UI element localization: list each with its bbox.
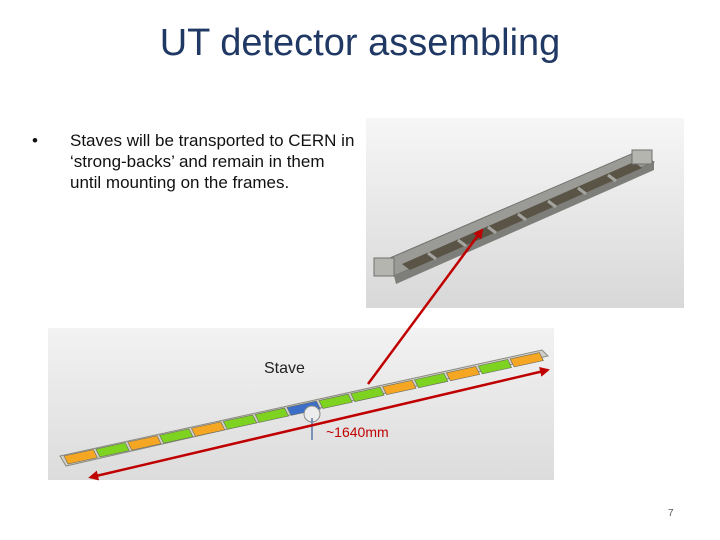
page-number: 7 <box>668 508 674 519</box>
length-label: ~1640mm <box>326 424 389 440</box>
strongback-frame-image <box>366 118 684 308</box>
stave-label: Stave <box>264 360 305 377</box>
bullet-item: • Staves will be transported to CERN in … <box>30 130 360 193</box>
slide-title: UT detector assembling <box>159 22 561 64</box>
bullet-list: • Staves will be transported to CERN in … <box>30 130 360 193</box>
bullet-text: Staves will be transported to CERN in ‘s… <box>70 131 355 192</box>
stave-image <box>48 328 554 480</box>
bullet-marker: • <box>32 131 38 150</box>
stave-module <box>509 352 544 368</box>
